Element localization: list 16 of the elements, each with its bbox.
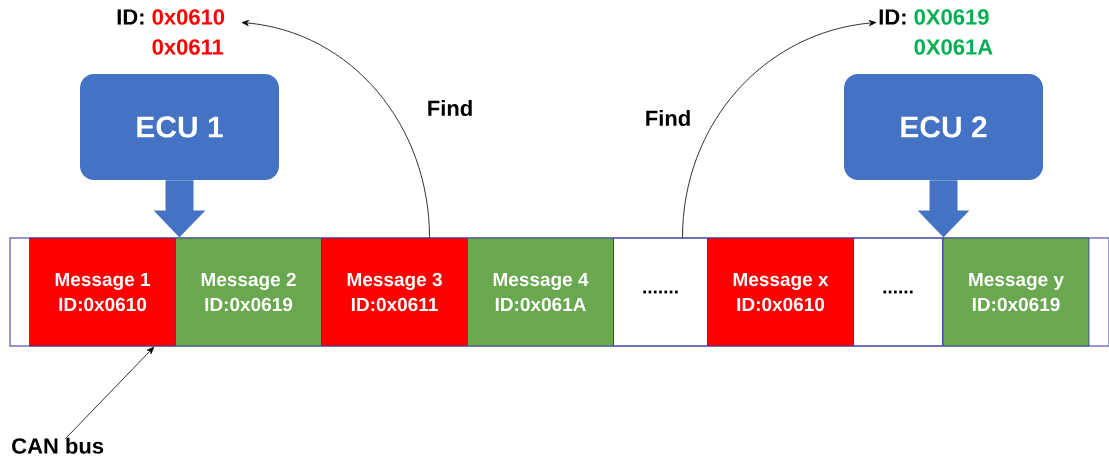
curved-arrow	[241, 20, 430, 238]
message-cell: Message y ID:0x0619	[942, 237, 1090, 347]
message-cell: Message 1 ID:0x0610	[29, 237, 176, 347]
edge-label: Find	[646, 109, 690, 127]
message-cell: Message x ID:0x0610	[707, 237, 854, 347]
id-list: ID: 0x0610 0x0611	[117, 9, 225, 55]
id-list: ID: 0X0619 0X061A	[879, 9, 993, 55]
message-cell: Message 3 ID:0x0611	[321, 237, 468, 347]
leader-line	[65, 346, 155, 439]
ecu-box: ECU 1	[80, 74, 279, 180]
message-cell: Message 2 ID:0x0619	[175, 237, 322, 347]
ecu-box: ECU 2	[844, 74, 1043, 180]
edge-label: Find	[428, 99, 472, 117]
message-cell: Message 4 ID:0x061A	[467, 237, 614, 347]
curved-arrow	[682, 20, 877, 238]
bus-label: CAN bus	[12, 437, 104, 454]
